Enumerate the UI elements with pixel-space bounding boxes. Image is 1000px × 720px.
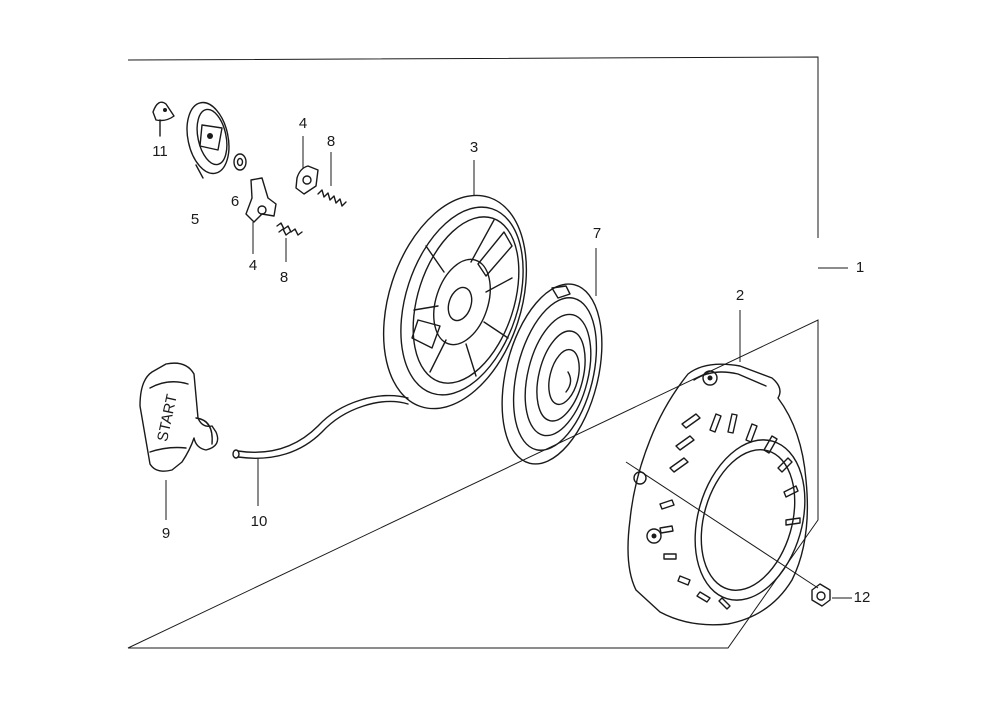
part-3-pulley bbox=[382, 160, 528, 410]
label-part-11: 11 bbox=[152, 143, 168, 160]
label-part-2: 2 bbox=[736, 287, 744, 304]
assembly-frame bbox=[127, 56, 819, 649]
handle-start-text: START bbox=[154, 393, 181, 443]
label-part-12: 12 bbox=[854, 589, 871, 606]
label-part-3: 3 bbox=[470, 139, 478, 156]
part-4-pawl-lower bbox=[245, 177, 277, 254]
part-8-spring-lower bbox=[276, 222, 303, 262]
label-part-8-upper: 8 bbox=[327, 133, 335, 150]
label-part-7: 7 bbox=[593, 225, 601, 242]
part-12-bolt bbox=[625, 461, 852, 607]
part-4-pawl-upper bbox=[295, 136, 319, 195]
label-part-5: 5 bbox=[191, 211, 199, 228]
part-10-rope bbox=[232, 394, 409, 506]
label-part-6: 6 bbox=[231, 193, 239, 210]
part-6-washer bbox=[233, 153, 247, 171]
label-part-8-lower: 8 bbox=[280, 269, 288, 286]
label-part-4-lower: 4 bbox=[249, 257, 257, 274]
part-5-ratchet-guide bbox=[186, 101, 230, 179]
label-part-4-upper: 4 bbox=[299, 115, 307, 132]
label-part-1: 1 bbox=[856, 259, 864, 276]
part-9-handle: START bbox=[139, 362, 219, 520]
part-2-starter-case bbox=[627, 310, 809, 626]
part-7-recoil-spring bbox=[501, 248, 603, 465]
part-8-spring-upper bbox=[317, 152, 347, 207]
part-11-cam bbox=[152, 101, 175, 137]
label-part-10: 10 bbox=[251, 513, 268, 530]
label-part-9: 9 bbox=[162, 525, 170, 542]
